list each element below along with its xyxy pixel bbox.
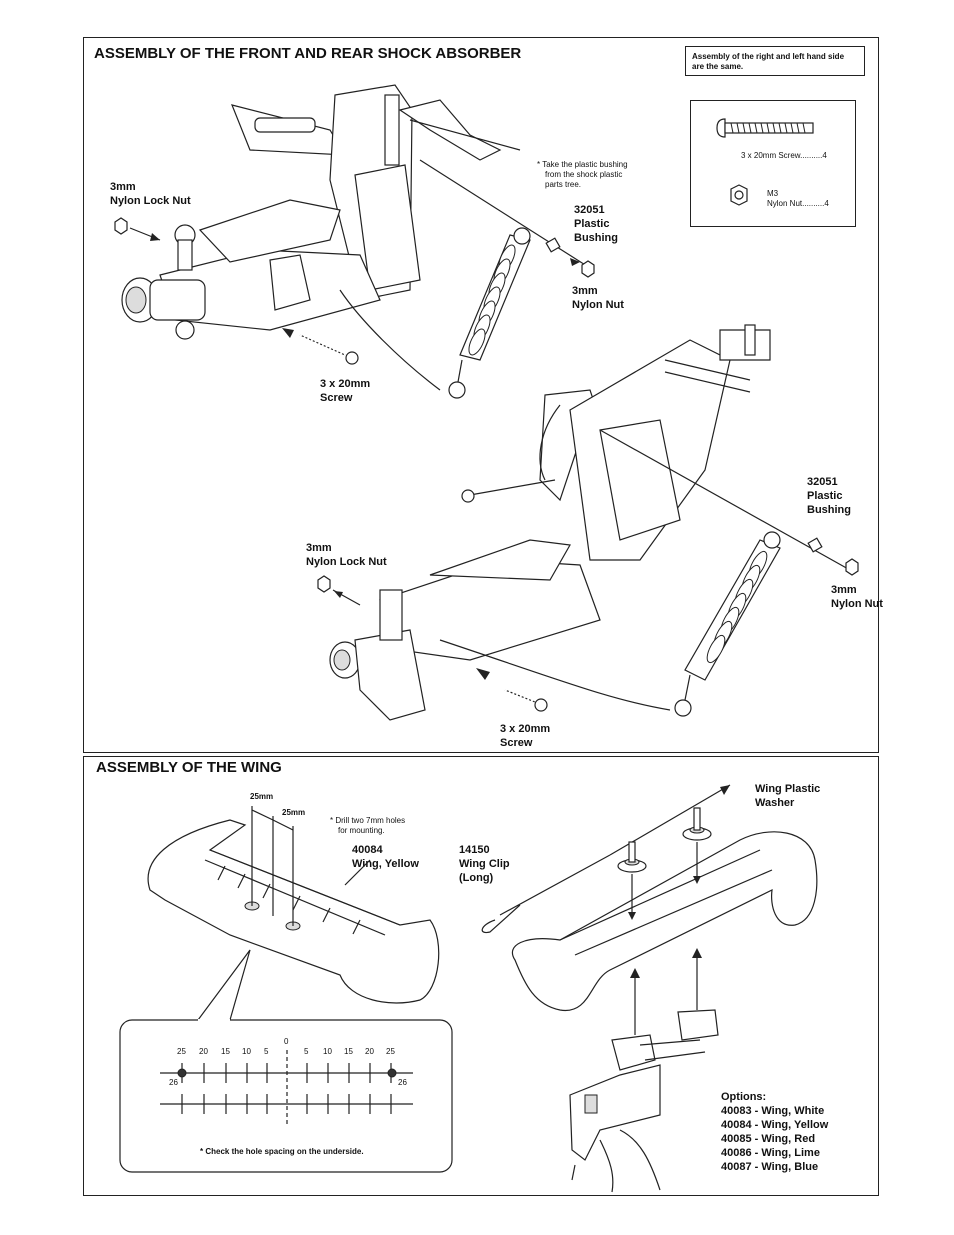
wing-washer-label: Wing Plastic Washer xyxy=(755,783,821,809)
scale-zero: 0 xyxy=(284,1037,289,1046)
scale-end-right: 26 xyxy=(398,1078,407,1087)
front-screw-icon xyxy=(282,328,359,365)
same-side-note-box: Assembly of the right and left hand side… xyxy=(685,46,865,76)
scale-end-left: 26 xyxy=(169,1078,178,1087)
rear-screw-icon xyxy=(476,668,548,712)
rear-lock-nut-label: 3mm Nylon Lock Nut xyxy=(306,542,387,568)
right-hole-mark xyxy=(387,1068,397,1078)
underside-note: * Check the hole spacing on the undersid… xyxy=(200,1147,364,1156)
front-assembly-drawing xyxy=(114,84,595,399)
hole-template-box xyxy=(119,1019,453,1173)
rear-bushing-label: 32051 Plastic Bushing xyxy=(807,476,851,516)
wing-clip-label: 14150 Wing Clip (Long) xyxy=(459,844,510,884)
wing-options-list: Options: 40083 - Wing, White 40084 - Win… xyxy=(721,1091,829,1173)
rear-shock-icon xyxy=(674,531,781,717)
dimension-a-label: 25mm xyxy=(250,792,274,801)
wing-washer-left-icon xyxy=(617,841,647,920)
nut-icon xyxy=(730,184,748,206)
rear-assembly-drawing xyxy=(317,324,859,721)
drill-note: * Drill two 7mm holes for mounting. xyxy=(330,816,406,835)
rear-nylon-nut-label: 3mm Nylon Nut xyxy=(831,584,883,610)
hardware-box-drawing xyxy=(716,118,814,206)
same-side-note: Assembly of the right and left hand side… xyxy=(692,52,845,71)
nut-count: M3 Nylon Nut..........4 xyxy=(767,189,829,208)
scale-left-numbers: 25 20 15 10 5 5 10 15 20 25 xyxy=(177,1047,395,1056)
hardware-box: 3 x 20mm Screw..........4 M3 Nylon Nut..… xyxy=(690,100,856,227)
screw-count: 3 x 20mm Screw..........4 xyxy=(741,151,827,160)
wing-washer-right-icon xyxy=(682,807,712,884)
front-bushing-label: 32051 Plastic Bushing xyxy=(574,204,618,244)
front-screw-label: 3 x 20mm Screw xyxy=(320,378,371,404)
wing-section-title: ASSEMBLY OF THE WING xyxy=(96,759,282,776)
dimension-b-label: 25mm xyxy=(282,808,306,817)
front-lock-nut-label: 3mm Nylon Lock Nut xyxy=(110,181,191,207)
wing-mount-icon xyxy=(569,1009,719,1193)
rear-screw-label: 3 x 20mm Screw xyxy=(500,723,551,749)
screw-icon xyxy=(716,118,814,138)
front-shock-icon xyxy=(448,227,531,399)
shock-section-title: ASSEMBLY OF THE FRONT AND REAR SHOCK ABS… xyxy=(94,45,522,62)
bushing-note: * Take the plastic bushing from the shoc… xyxy=(537,160,628,189)
left-hole-mark xyxy=(177,1068,187,1078)
front-nylon-nut-label: 3mm Nylon Nut xyxy=(572,285,624,311)
